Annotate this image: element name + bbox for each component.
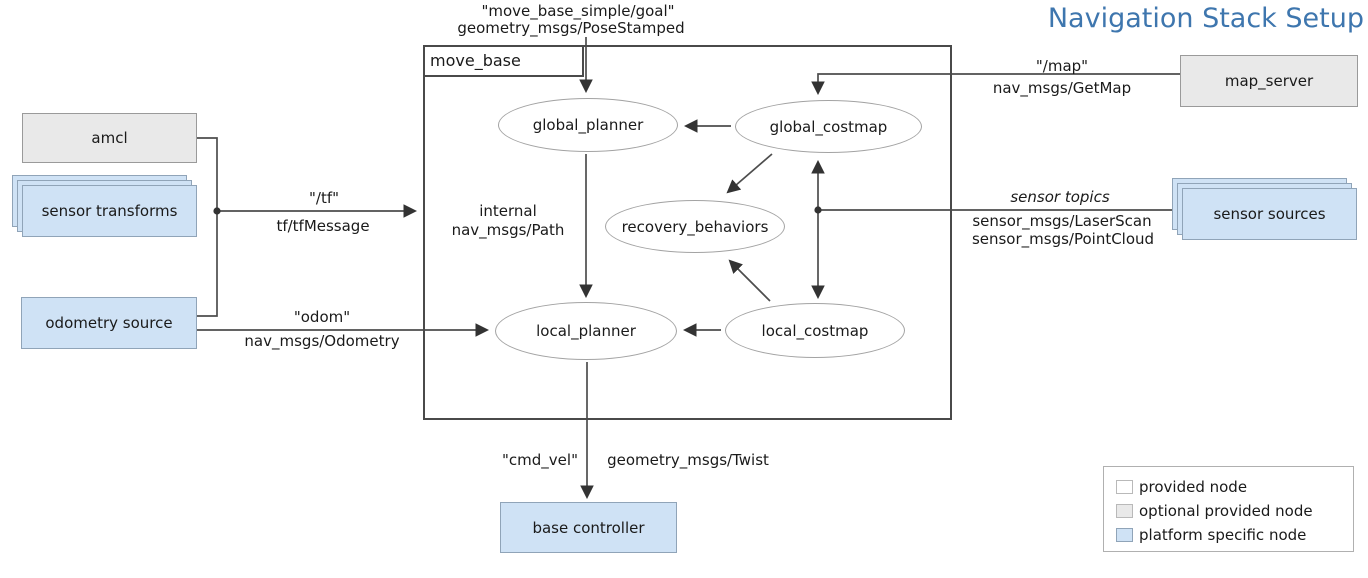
label-sensor-pointcloud: sensor_msgs/PointCloud [971,230,1155,248]
node-sensor-sources-front: sensor sources [1182,188,1357,240]
node-sensor-sources-label: sensor sources [1213,205,1326,223]
label-tf-topic: "/tf" [308,189,340,207]
node-base-controller: base controller [500,502,677,553]
label-sensor-laserscan: sensor_msgs/LaserScan [972,212,1152,230]
node-recovery-behaviors-label: recovery_behaviors [621,217,769,236]
node-amcl-label: amcl [91,129,128,147]
label-internal: internal [479,202,537,220]
label-goal-type: geometry_msgs/PoseStamped [457,19,685,37]
legend-swatch-platform-specific-node [1116,528,1133,542]
node-map-server-label: map_server [1224,72,1314,90]
node-odometry-source-label: odometry source [45,314,173,332]
node-global-planner: global_planner [498,98,678,152]
node-sensor-transforms: sensor transforms [12,175,197,237]
node-sensor-sources: sensor sources [1172,178,1357,240]
label-goal-topic: "move_base_simple/goal" [481,2,675,20]
legend-label-optional-provided-node: optional provided node [1139,502,1313,520]
node-odometry-source: odometry source [21,297,197,349]
node-sensor-transforms-front: sensor transforms [22,185,197,237]
edge-global-costmap-to-recovery [726,153,773,194]
legend-label-provided-node: provided node [1139,478,1248,496]
junction-dot-sensors [814,206,822,214]
label-tf-type: tf/tfMessage [276,217,370,235]
legend: provided node optional provided node pla… [1103,466,1354,552]
node-local-planner: local_planner [495,302,677,360]
node-global-costmap-label: global_costmap [769,117,888,136]
node-recovery-behaviors: recovery_behaviors [605,200,785,253]
node-local-planner-label: local_planner [536,322,636,340]
legend-swatch-optional-provided-node [1116,504,1133,518]
node-global-costmap: global_costmap [735,100,922,153]
legend-row-provided: provided node [1116,475,1353,499]
label-map-type: nav_msgs/GetMap [992,79,1132,97]
move-base-container [423,45,952,420]
legend-swatch-provided-node [1116,480,1133,494]
label-internal-type: nav_msgs/Path [451,221,565,239]
page-title: Navigation Stack Setup [1047,3,1364,34]
node-map-server: map_server [1180,55,1358,107]
label-odom-topic: "odom" [293,308,351,326]
move-base-label: move_base [423,45,584,77]
legend-label-platform-specific-node: platform specific node [1139,526,1307,544]
node-sensor-transforms-label: sensor transforms [41,202,178,220]
edge-map-to-global-costmap [811,73,1180,96]
label-cmdvel-topic: "cmd_vel" [502,451,578,469]
node-local-costmap: local_costmap [725,303,905,358]
edge-left-connector [197,137,218,317]
node-local-costmap-label: local_costmap [761,321,869,340]
legend-row-optional: optional provided node [1116,499,1353,523]
label-sensor-topics: sensor topics [1010,188,1110,206]
junction-dot-tf [213,207,221,215]
node-global-planner-label: global_planner [532,116,644,134]
label-map-topic: "/map" [1035,57,1089,75]
edge-local-costmap-to-recovery [728,259,771,302]
legend-row-platform: platform specific node [1116,523,1353,547]
label-cmdvel-type: geometry_msgs/Twist [607,451,769,469]
label-odom-type: nav_msgs/Odometry [244,332,400,350]
node-base-controller-label: base controller [532,518,645,537]
node-amcl: amcl [22,113,197,163]
